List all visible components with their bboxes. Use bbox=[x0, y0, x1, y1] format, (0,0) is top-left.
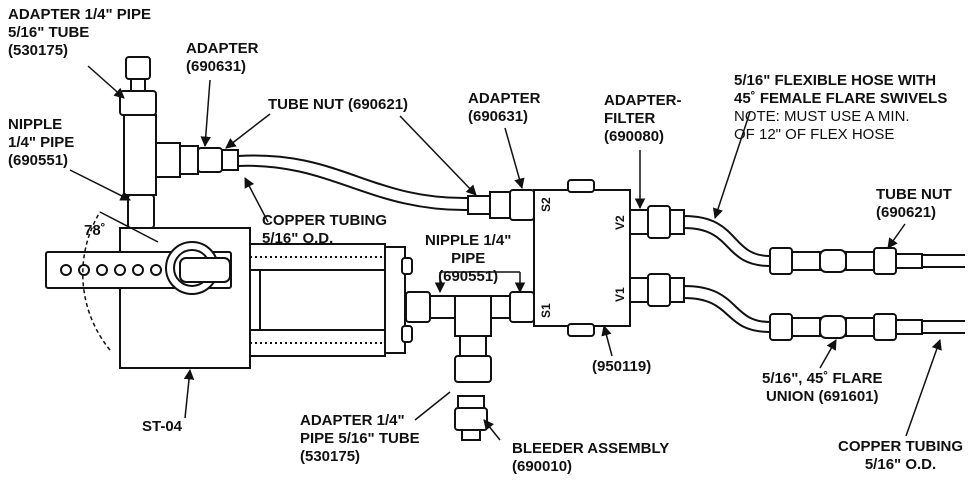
label-adapter-690631-left: ADAPTER(690631) bbox=[186, 40, 259, 75]
label-adapter-filter: ADAPTER-FILTER(690080) bbox=[604, 92, 682, 145]
port-s2: S2 bbox=[539, 197, 553, 212]
label-adapter-bottom: ADAPTER 1/4"PIPE 5/16" TUBE(530175) bbox=[300, 412, 420, 465]
label-adapter-690631-mid: ADAPTER(690631) bbox=[468, 90, 541, 125]
label-angle: 78˚ bbox=[84, 222, 106, 239]
label-block-part: (950119) bbox=[592, 358, 652, 375]
st04-cylinder bbox=[45, 227, 413, 369]
manifold-block bbox=[405, 179, 631, 441]
top-left-fittings bbox=[119, 56, 471, 229]
port-s1: S1 bbox=[539, 303, 553, 318]
right-fittings bbox=[629, 205, 965, 341]
label-tube-nut-right: TUBE NUT(690621) bbox=[876, 186, 952, 221]
label-nipple-mid: NIPPLE 1/4"PIPE(690551) bbox=[425, 232, 512, 285]
label-bleeder: BLEEDER ASSEMBLY(690010) bbox=[512, 440, 670, 475]
label-st04: ST-04 bbox=[142, 418, 183, 435]
port-v1: V1 bbox=[613, 287, 627, 302]
leader-lines bbox=[69, 65, 942, 441]
label-tube-nut-top: TUBE NUT (690621) bbox=[268, 96, 409, 113]
port-v2: V2 bbox=[613, 215, 627, 230]
